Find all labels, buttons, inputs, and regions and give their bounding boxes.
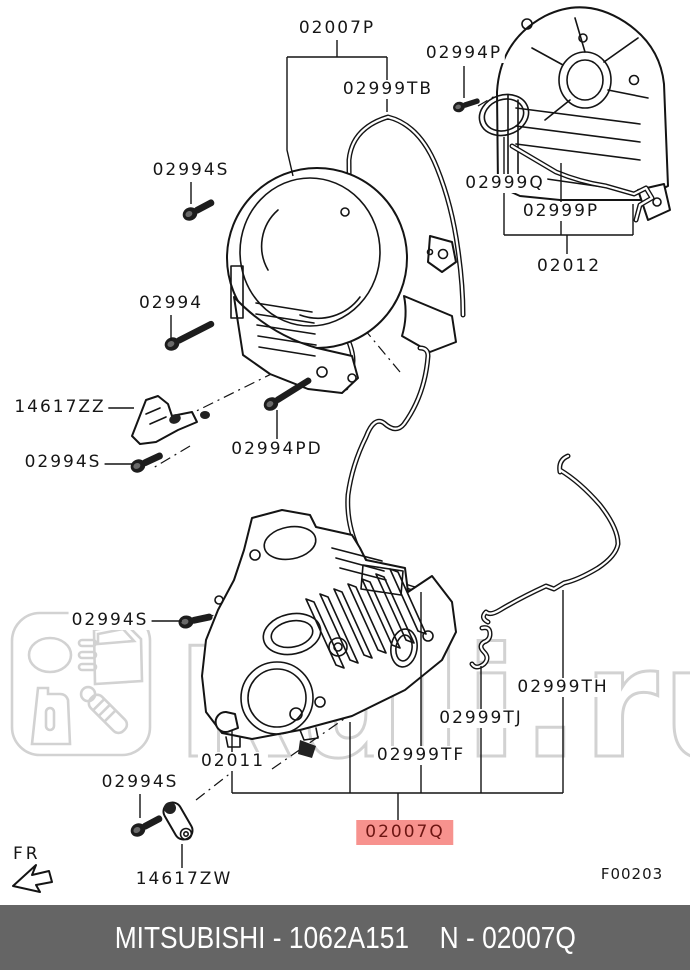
bolt-02994s-bottom — [128, 811, 165, 840]
fr-direction-label: FR — [13, 844, 41, 864]
part-label-02999p[interactable]: 02999P — [519, 202, 603, 221]
fr-arrow-icon — [12, 864, 53, 893]
bolt-02994p — [451, 95, 482, 114]
part-label-02994s-mid[interactable]: 02994S — [21, 453, 105, 472]
footer-brand-part: MITSUBISHI - 1062A151 — [114, 919, 409, 955]
part-label-14617zw[interactable]: 14617ZW — [132, 870, 236, 889]
oring-seal — [478, 93, 530, 137]
lower-timing-belt-cover — [201, 509, 457, 758]
part-label-02994s-lower[interactable]: 02994S — [68, 611, 152, 630]
link-14617zw — [162, 801, 194, 841]
part-label-02999tj[interactable]: 02999TJ — [436, 709, 526, 728]
part-label-02994pd[interactable]: 02994PD — [228, 440, 326, 459]
part-label-02999q[interactable]: 02999Q — [462, 174, 548, 193]
part-label-02994s-bottom[interactable]: 02994S — [98, 773, 182, 792]
footer-reference: N - 02007Q — [439, 919, 576, 955]
part-label-14617zz[interactable]: 14617ZZ — [11, 398, 109, 417]
bolt-02994s-top — [180, 195, 217, 224]
footer-bar: MITSUBISHI - 1062A151 N - 02007Q — [0, 905, 690, 970]
upper-timing-belt-cover — [226, 167, 457, 394]
part-label-02994[interactable]: 02994 — [135, 294, 207, 313]
bolt-02994s-mid — [128, 448, 166, 476]
rear-engine-cover — [496, 6, 671, 223]
figure-code: F00203 — [600, 865, 664, 883]
part-label-02999tf[interactable]: 02999TF — [373, 746, 469, 765]
clip-02999tj — [469, 625, 493, 670]
part-label-02012[interactable]: 02012 — [533, 257, 605, 276]
watermark-logo — [10, 611, 152, 757]
part-label-02011[interactable]: 02011 — [197, 752, 269, 771]
part-label-02994p[interactable]: 02994P — [422, 44, 506, 63]
part-label-02007q-highlighted[interactable]: 02007Q — [356, 820, 454, 845]
part-label-02007p[interactable]: 02007P — [295, 19, 379, 38]
bracket-14617zz — [131, 395, 210, 445]
gasket-02999th — [480, 453, 621, 625]
part-label-02999tb[interactable]: 02999TB — [339, 80, 437, 99]
part-label-02994s-top[interactable]: 02994S — [149, 161, 233, 180]
part-label-02999th[interactable]: 02999TH — [514, 678, 612, 697]
